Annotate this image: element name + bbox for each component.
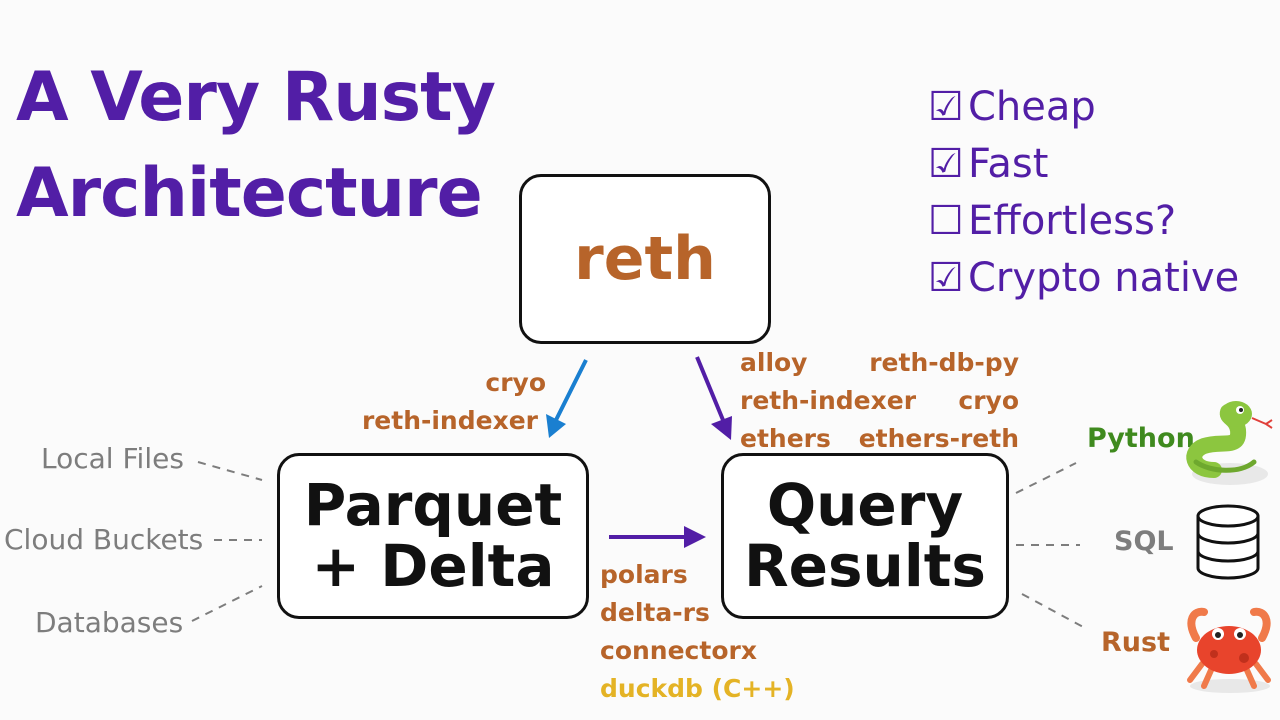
- lib-label: connectorx: [600, 636, 757, 665]
- lib-label: cryo: [485, 368, 546, 397]
- lib-label: delta-rs: [600, 598, 710, 627]
- crab-icon: [1187, 607, 1271, 693]
- checklist-label: Cheap: [968, 83, 1096, 130]
- checkbox-empty-icon: ☐: [928, 197, 964, 244]
- query-results-node: Query Results: [721, 453, 1009, 619]
- parquet-node-line-1: Parquet: [303, 471, 563, 540]
- checkbox-checked-icon: ☑: [928, 254, 964, 301]
- arrow-reth-to-parquet: [546, 359, 588, 438]
- lib-label: reth-indexer: [740, 386, 917, 415]
- lib-label: ethers: [740, 424, 831, 453]
- lib-label: polars: [600, 560, 688, 589]
- reth-node-label: reth: [574, 223, 716, 294]
- output-python-label: Python: [1087, 423, 1195, 454]
- lib-label-cpp: duckdb (C++): [600, 674, 795, 703]
- title-line-1: A Very Rusty: [16, 58, 496, 137]
- checkbox-checked-icon: ☑: [928, 83, 964, 130]
- parquet-delta-node: Parquet + Delta: [277, 453, 589, 619]
- title-line-2: Architecture: [16, 154, 483, 233]
- output-rust-label: Rust: [1101, 627, 1170, 658]
- source-local-files: Local Files: [41, 442, 184, 475]
- arrow-reth-to-query: [695, 356, 732, 440]
- source-connectors: [191, 461, 263, 622]
- lib-label: ethers-reth: [858, 424, 1019, 453]
- checklist-label: Fast: [968, 140, 1049, 187]
- output-connectors: [1015, 462, 1086, 629]
- source-databases: Databases: [35, 606, 184, 639]
- checklist-label: Effortless?: [968, 197, 1177, 244]
- output-sql-label: SQL: [1114, 526, 1174, 557]
- reth-node: reth: [519, 174, 771, 344]
- checkbox-checked-icon: ☑: [928, 140, 964, 187]
- query-node-line-1: Query: [766, 471, 964, 540]
- checklist-item-fast: ☑ Fast: [928, 135, 1239, 192]
- lib-label: cryo: [958, 386, 1019, 415]
- checklist: ☑ Cheap ☑ Fast ☐ Effortless? ☑ Crypto na…: [928, 78, 1239, 306]
- snake-icon: [1186, 401, 1273, 485]
- checklist-item-cheap: ☑ Cheap: [928, 78, 1239, 135]
- checklist-label: Crypto native: [968, 254, 1240, 301]
- checklist-item-effortless: ☐ Effortless?: [928, 192, 1239, 249]
- lib-label: alloy: [740, 348, 808, 377]
- query-node-line-2: Results: [744, 532, 986, 600]
- checklist-item-crypto-native: ☑ Crypto native: [928, 249, 1239, 306]
- database-icon: [1196, 504, 1260, 580]
- arrow-parquet-to-query: [609, 526, 706, 548]
- lib-label: reth-indexer: [361, 406, 538, 435]
- parquet-node-line-2: + Delta: [311, 532, 555, 600]
- source-cloud-buckets: Cloud Buckets: [4, 523, 204, 556]
- lib-label: reth-db-py: [869, 348, 1019, 377]
